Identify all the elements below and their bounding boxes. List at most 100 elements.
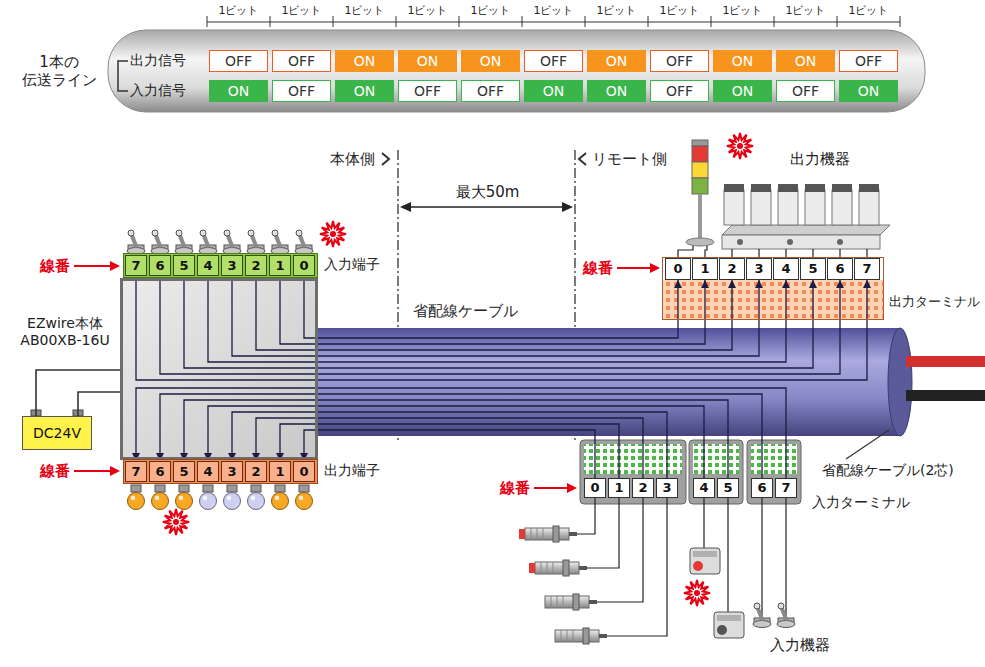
signal-tower (692, 178, 708, 194)
terminal-number: 6 (835, 261, 844, 277)
input-switch (175, 230, 193, 255)
terminal-cell: 4 (197, 461, 219, 482)
wire-number-arrow (650, 263, 660, 273)
valve-manifold (859, 184, 879, 192)
bit-label: 1ビット (459, 4, 522, 17)
valve-manifold (737, 239, 743, 245)
terminal-cell: 7 (125, 461, 147, 482)
side-chevron (382, 153, 586, 165)
terminal-number: 5 (179, 464, 188, 480)
signal-bit-cell: ON (335, 80, 394, 102)
terminal-number: 3 (754, 261, 763, 277)
output-terminal-base (663, 280, 883, 319)
terminal-number: 0 (299, 464, 308, 480)
signal-tower (698, 194, 702, 240)
input-device (525, 526, 577, 542)
terminal-cell: 5 (717, 478, 739, 498)
wire-number-arrow (110, 466, 120, 476)
output-terminal-strip: 76543210出力端子 (123, 459, 318, 484)
valve-manifold (724, 190, 744, 225)
bit-label: 1ビット (270, 4, 333, 17)
signal-wire (160, 276, 840, 374)
side-chevron (382, 153, 389, 165)
input-device (777, 603, 795, 628)
terminal-number: 7 (131, 258, 140, 274)
device-name: EZwire本体 AB00XB-16U (11, 315, 119, 349)
signal-tower (727, 133, 753, 159)
input-device (684, 580, 710, 606)
terminal-cell: 2 (719, 258, 745, 280)
input-device (545, 594, 597, 610)
output-lamp (152, 485, 169, 510)
wire-number-arrow (110, 261, 120, 271)
signal-bit-cell: OFF (650, 50, 709, 72)
input-switch (247, 230, 265, 255)
input-switch (271, 230, 289, 255)
terminal-number: 2 (251, 464, 260, 480)
signal-wire (256, 276, 732, 350)
terminal-label: 入力ターミナル (812, 494, 910, 511)
signal-bit-cell: OFF (524, 50, 583, 72)
terminal-cell: 2 (632, 478, 654, 498)
distance-arrow (400, 202, 573, 212)
input-device (693, 561, 703, 571)
input-device (753, 603, 771, 628)
wire-number-arrow (74, 470, 112, 472)
signal-tower (686, 238, 714, 246)
signal-wire (280, 276, 705, 344)
signal-wire (280, 424, 619, 478)
bit-label: 1ビット (837, 4, 900, 17)
terminal-cell: 1 (269, 255, 291, 276)
terminal-number: 3 (227, 464, 236, 480)
signal-bit-cell: ON (839, 80, 898, 102)
valve-manifold (751, 190, 771, 225)
terminal-number: 5 (808, 261, 817, 277)
terminal-label: 出力端子 (324, 462, 380, 479)
signal-tower (692, 162, 708, 178)
signal-bit-cell: ON (461, 50, 520, 72)
terminal-number: 0 (590, 480, 599, 496)
output-lamp (128, 485, 313, 535)
wire-number-label: 線番 (583, 259, 613, 277)
output-lamp (128, 485, 145, 510)
terminal-cell: 6 (827, 258, 853, 280)
power-supply: DC24V (22, 416, 92, 450)
input-device (519, 498, 795, 644)
terminal-label: 入力端子 (324, 256, 380, 273)
signal-bit-cell: OFF (776, 80, 835, 102)
input-device (714, 612, 744, 638)
signal-name: 出力信号 (130, 52, 186, 69)
terminal-number: 1 (275, 464, 284, 480)
terminal-number: 1 (275, 258, 284, 274)
output-terminal-base (663, 280, 883, 319)
wire-number-arrow (617, 267, 652, 269)
bit-label: 1ビット (648, 4, 711, 17)
terminal-cell: 0 (293, 461, 315, 482)
input-switch (320, 221, 346, 247)
terminal-cell: 4 (773, 258, 799, 280)
signal-bit-cell: OFF (839, 50, 898, 72)
input-device (577, 498, 786, 636)
terminal-number: 5 (179, 258, 188, 274)
terminal-cell: 3 (656, 478, 678, 498)
wiring-cable (888, 328, 912, 436)
input-terminal-module (751, 444, 797, 474)
terminal-number: 0 (673, 261, 682, 277)
terminal-cell: 3 (221, 461, 243, 482)
terminal-cell: 0 (584, 478, 606, 498)
input-switch (199, 230, 217, 255)
terminal-cell: 5 (173, 461, 195, 482)
cable-label: 省配線ケーブル(2芯) (822, 462, 954, 479)
terminal-cell: 5 (800, 258, 826, 280)
input-device (555, 628, 607, 644)
terminal-cell: 7 (125, 255, 147, 276)
terminal-cell: 7 (854, 258, 880, 280)
distance-arrow (562, 202, 573, 212)
side-label: リモート側 (592, 150, 667, 168)
terminal-cell: 1 (269, 461, 291, 482)
input-device (529, 563, 535, 573)
controller-body: EZwire本体 AB00XB-16U (120, 278, 318, 460)
signal-bit-cell: ON (587, 80, 646, 102)
input-terminal-module (689, 440, 743, 504)
